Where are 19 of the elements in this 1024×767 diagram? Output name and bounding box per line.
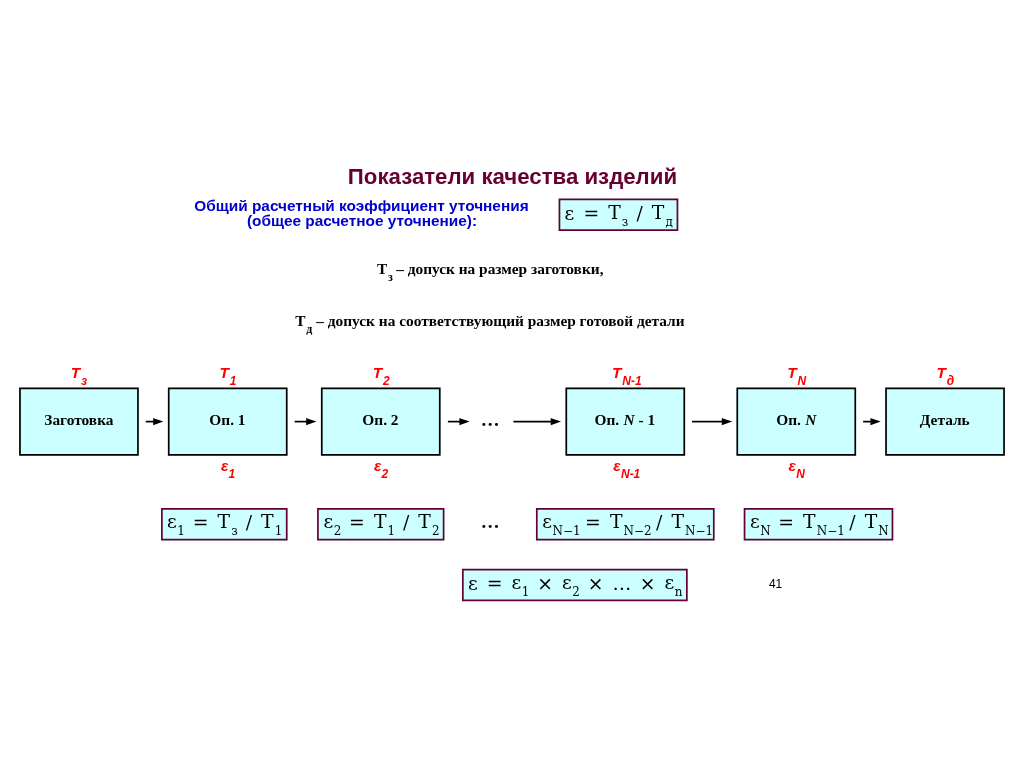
node-label: T$_{2}$ [372,363,390,388]
node-label: ε$_{2}$ [373,456,389,481]
arrow [512,417,561,425]
node-label: T$_{д}$ [936,363,955,388]
label: … [480,510,500,532]
diagram-title: Показатели качества изделий [347,163,678,189]
label: T$_{з}$ – допуск на размер заготовки, [376,259,604,284]
arrow [691,417,733,425]
node-label: ε$_{N-1}$ [613,456,641,481]
node-label: T$_{N-1}$ [612,363,642,388]
node-label: T$_{з}$ [70,363,88,388]
node-label: ε$_{1}$ [220,456,236,481]
node-label: T$_{1}$ [219,363,237,388]
label: Общий расчетный коэффициент уточнения (общее расчетное уточнение): [194,196,529,229]
label: T$_{д}$ – допуск на соответствующий размер готовой детали [295,311,685,336]
node-label: T$_{N}$ [787,363,807,388]
label: 41 [768,576,783,591]
node-label: ε$_{N}$ [788,456,805,481]
node-text: … [480,408,500,430]
